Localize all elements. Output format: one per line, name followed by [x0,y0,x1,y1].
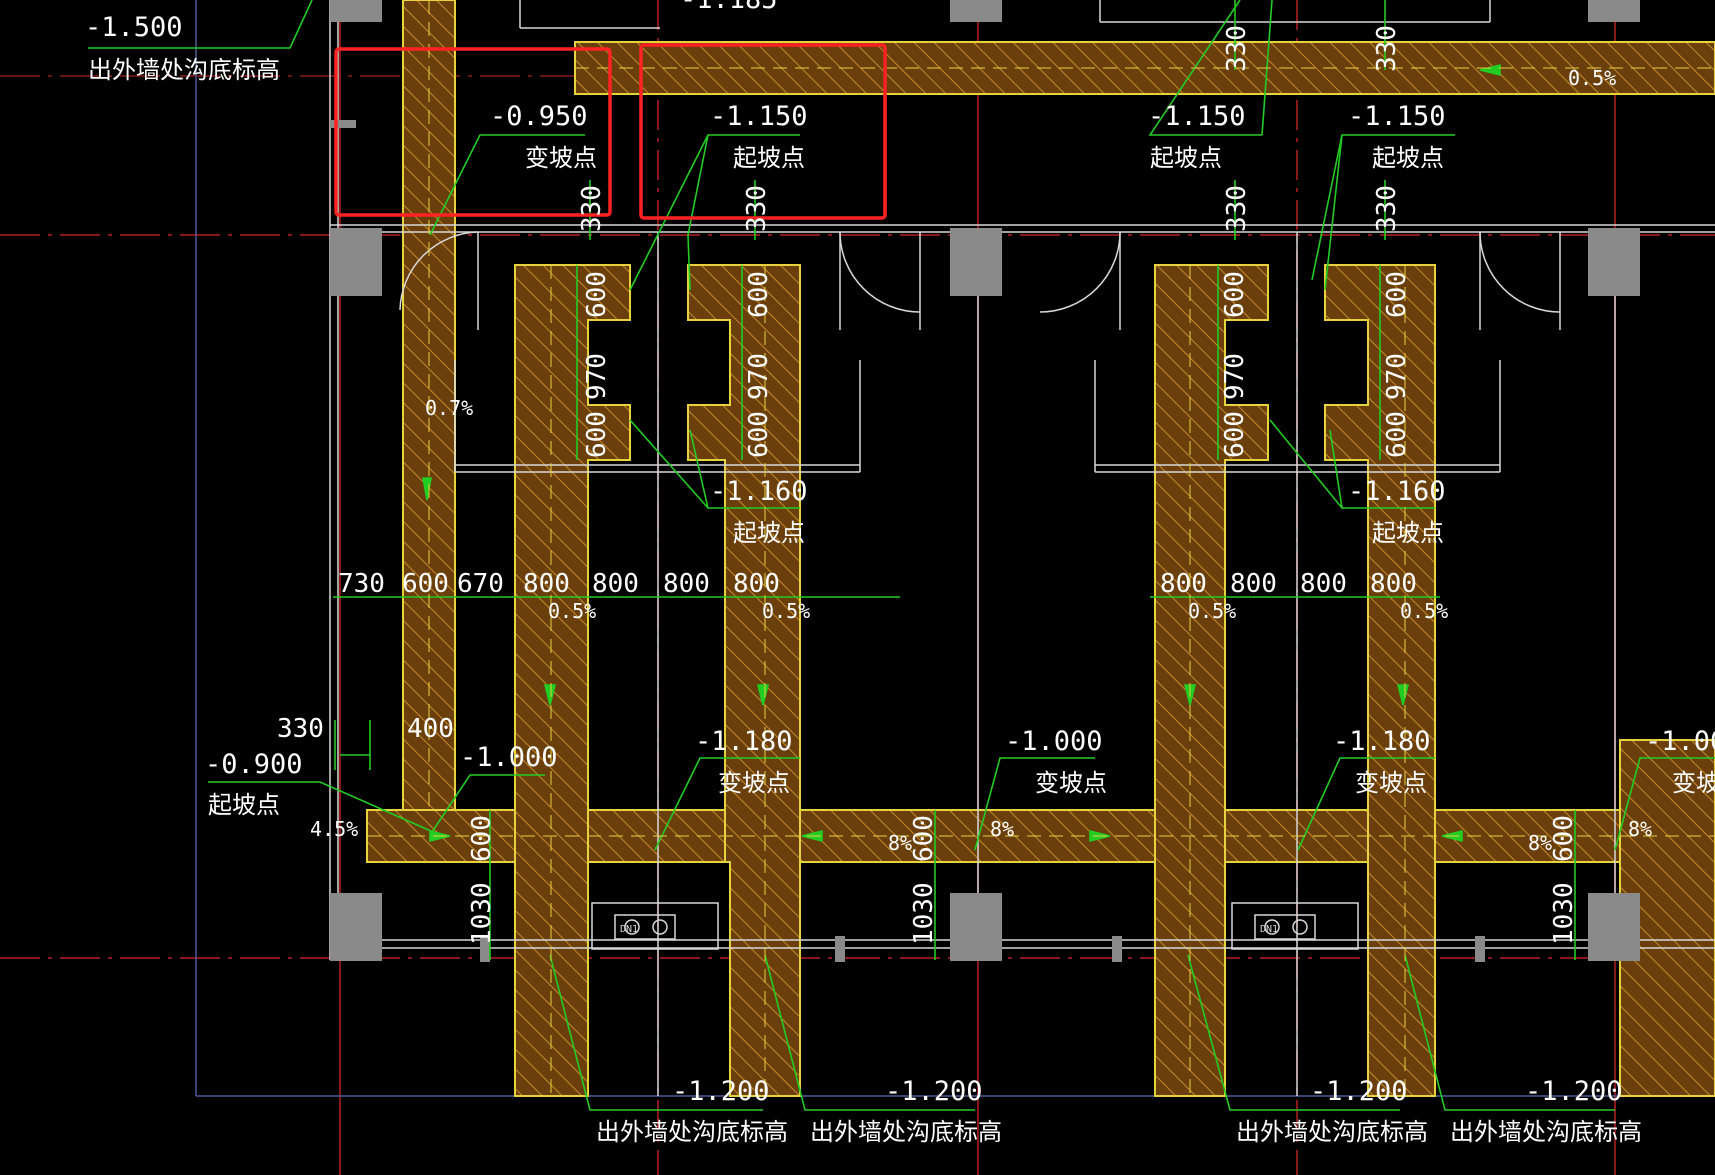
label-elev-1160-b: -1.160 [1348,476,1446,507]
columns [330,0,1640,961]
slope-bay2-a: 0.5% [1188,599,1236,623]
dim-400: 400 [407,714,454,744]
dim-330-left: 330 [277,714,324,744]
dim-600-v-h: 600 [1382,411,1412,458]
slope-8-d: 8% [1628,817,1652,841]
label-elev-1180-a: -1.180 [695,726,793,757]
highlight-box-slope-start [639,43,887,220]
label-outer-wall-c: 出外墙处沟底标高 [1236,1118,1428,1146]
dim-800-h: 800 [1370,569,1417,599]
dim-800-c: 800 [663,569,710,599]
dim-600-v-g: 600 [1382,271,1412,318]
slope-left-bottom: 4.5% [310,817,358,841]
label-elev-1180-b: -1.180 [1333,726,1431,757]
label-elev-1150-a: -1.150 [710,101,808,132]
dim-600-v-k: 600 [1549,815,1579,862]
slope-8-c: 8% [1528,831,1552,855]
label-elev-1160-a: -1.160 [710,476,808,507]
trench-centerlines [367,0,1715,1096]
dim-970-v-b: 970 [744,353,774,400]
dim-330-v-c: 330 [1222,185,1252,232]
ac-unit-left [591,902,719,950]
label-elev-1000-a: -1.000 [1005,726,1103,757]
dim-330-v-b: 330 [742,185,772,232]
label-slope-change-4: 变坡点 [1355,769,1427,797]
label-outer-wall-a: 出外墙处沟底标高 [596,1118,788,1146]
label-outer-wall-top-left: 出外墙处沟底标高 [88,56,280,84]
label-elev-0950: -0.950 [490,101,588,132]
dim-800-b: 800 [592,569,639,599]
label-slope-start-5: 起坡点 [1372,519,1444,547]
dim-600-v-e: 600 [1220,271,1250,318]
label-slope-start-2: 起坡点 [1150,144,1222,172]
dim-600-v-j: 600 [909,815,939,862]
label-slope-change-3: 变坡点 [1035,769,1107,797]
dim-970-v-d: 970 [1382,353,1412,400]
dim-600-v-i: 600 [467,815,497,862]
label-slope-change-2: 变坡点 [718,769,790,797]
label-elev-1000-b: -1.000 [460,742,558,773]
dim-730: 730 [338,569,385,599]
dim-800-f: 800 [1230,569,1277,599]
elevation-labels: -1.500 出外墙处沟底标高 -1.185 -0.950 变坡点 -1.150… [85,0,1715,1146]
dim-800-g: 800 [1300,569,1347,599]
slope-top: 0.5% [1568,66,1616,90]
dim-330-v-e: 330 [1222,25,1252,72]
ac-label-left: DN1 [620,924,638,935]
dim-330-v-f: 330 [1372,25,1402,72]
dim-970-v-c: 970 [1220,353,1250,400]
dim-670: 670 [457,569,504,599]
dim-800-a: 800 [523,569,570,599]
label-elev-100-partial: -1.00 [1645,726,1715,757]
label-slope-start-1: 起坡点 [733,144,805,172]
label-outer-wall-d: 出外墙处沟底标高 [1450,1118,1642,1146]
label-slope-start-3: 起坡点 [1372,144,1444,172]
boundary-lines [195,0,1715,1097]
slope-8-a: 8% [888,831,912,855]
label-elev-1200-b: -1.200 [885,1076,983,1107]
slope-labels: 0.5% 0.7% 0.5% 0.5% 0.5% 0.5% 4.5% 8% 8%… [310,66,1652,855]
slope-8-b: 8% [990,817,1014,841]
dim-1030-a: 1030 [467,882,497,945]
dim-800-d: 800 [733,569,780,599]
label-slope-change-partial: 变坡 [1672,769,1715,797]
label-outer-wall-b: 出外墙处沟底标高 [810,1118,1002,1146]
dim-600-row: 600 [402,569,449,599]
label-slope-start-4: 起坡点 [733,519,805,547]
label-elev-0900: -0.900 [205,749,303,780]
dim-600-v-f: 600 [1220,411,1250,458]
label-elev-1200-c: -1.200 [1310,1076,1408,1107]
label-elev-1150-c: -1.150 [1348,101,1446,132]
slope-bay1-b: 0.5% [762,599,810,623]
ac-label-right: DN1 [1260,924,1278,935]
slope-left-vertical: 0.7% [425,396,473,420]
slope-bay2-b: 0.5% [1400,599,1448,623]
label-top-partial: -1.185 [680,0,778,15]
label-elev-1200-a: -1.200 [672,1076,770,1107]
dim-970-v-a: 970 [582,353,612,400]
dim-1030-b: 1030 [909,882,939,945]
highlight-boxes [334,43,887,220]
label-elev-1200-d: -1.200 [1525,1076,1623,1107]
dim-600-v-c: 600 [744,271,774,318]
dim-600-v-b: 600 [582,411,612,458]
dimension-labels: 730 600 670 800 800 800 800 800 800 800 … [277,25,1579,945]
label-slope-change-1: 变坡点 [525,144,597,172]
equipment-labels: DN1 DN1 [620,924,1278,935]
ac-unit-right [1231,902,1359,950]
slope-bay1-a: 0.5% [548,599,596,623]
label-slope-start-6: 起坡点 [208,791,280,819]
dim-600-v-d: 600 [744,411,774,458]
dim-800-e: 800 [1160,569,1207,599]
label-elev-1150-b: -1.150 [1148,101,1246,132]
dim-330-v-a: 330 [577,185,607,232]
dim-330-v-d: 330 [1372,185,1402,232]
label-elev-top-left: -1.500 [85,12,183,43]
highlight-box-slope-change [334,47,612,217]
window-blocks [480,936,1485,962]
dim-1030-c: 1030 [1549,882,1579,945]
dim-600-v-a: 600 [582,271,612,318]
